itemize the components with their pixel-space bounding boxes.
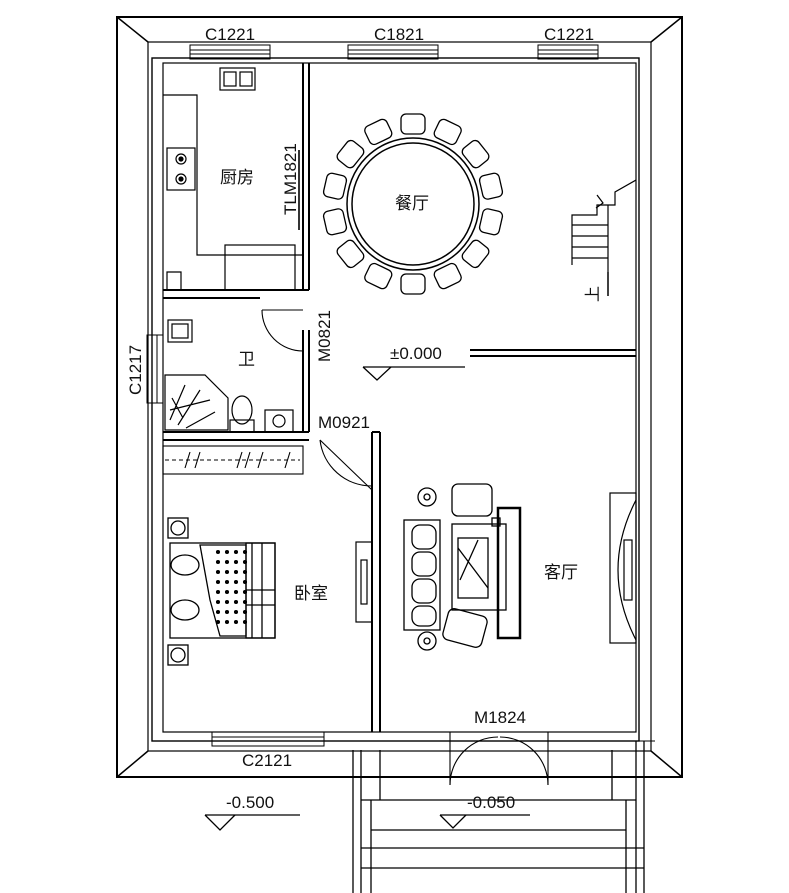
- bed-dot: [233, 619, 239, 625]
- porch-steps: [352, 741, 645, 893]
- window-top-center: [347, 44, 439, 60]
- outer-wall-frame: [116, 16, 683, 778]
- bed-dot: [215, 599, 221, 605]
- bed-dot: [242, 549, 248, 555]
- bed-dot: [233, 599, 239, 605]
- elevation-marker-floor: [362, 366, 465, 381]
- bed-dot: [233, 579, 239, 585]
- bed-dot: [242, 599, 248, 605]
- bed-dot: [224, 549, 230, 555]
- bed-dot: [224, 559, 230, 565]
- dining-chair: [461, 139, 490, 169]
- elevation-marker-porch: [439, 814, 530, 829]
- staircase: [571, 179, 637, 272]
- window-bottom: [211, 731, 325, 747]
- elevation-label-porch: -0.050: [467, 793, 515, 812]
- dining-chair: [478, 172, 504, 200]
- bed-dot: [242, 609, 248, 615]
- door-label-kitchen: TLM1821: [281, 143, 300, 215]
- bedroom-door: [319, 439, 373, 491]
- bed-dot: [215, 579, 221, 585]
- dining-chair: [461, 239, 490, 269]
- window-left: [146, 334, 164, 404]
- door-labels: TLM1821 M0821 M0921 M1824: [281, 143, 526, 727]
- bed-dot: [242, 579, 248, 585]
- window-label-top-left: C1221: [205, 25, 255, 44]
- bathroom-door: [261, 309, 304, 352]
- dining-chair: [478, 208, 504, 236]
- living-tv-cabinet: [609, 492, 637, 644]
- elevation-label-outside: -0.500: [226, 793, 274, 812]
- window-label-top-right: C1221: [544, 25, 594, 44]
- door-label-bathroom: M0821: [315, 310, 334, 362]
- bed: [167, 517, 276, 666]
- entrance-door: [449, 732, 655, 786]
- stair-up-label: 上: [583, 286, 602, 302]
- door-label-entrance: M1824: [474, 708, 526, 727]
- bed-dot: [224, 609, 230, 615]
- bed-dot: [215, 569, 221, 575]
- bed-dot: [224, 569, 230, 575]
- bed-dot: [233, 609, 239, 615]
- bed-dot: [215, 559, 221, 565]
- dining-chair: [433, 118, 462, 146]
- bed-dot: [242, 559, 248, 565]
- bed-pattern: [215, 549, 248, 625]
- bed-dot: [215, 589, 221, 595]
- bed-dot: [242, 619, 248, 625]
- elevation-label-floor: ±0.000: [390, 344, 442, 363]
- window-top-left: [189, 44, 271, 60]
- sofa-set: [403, 483, 522, 651]
- room-labels: 厨房 餐厅 卫 卧室 客厅: [220, 168, 578, 604]
- dining-chair: [336, 139, 365, 169]
- dining-chair: [322, 172, 348, 200]
- dining-chairs: [322, 113, 504, 295]
- bed-dot: [233, 589, 239, 595]
- kitchen-counter: [163, 67, 303, 291]
- bed-dot: [215, 609, 221, 615]
- bed-dot: [233, 569, 239, 575]
- bedroom-tv-cabinet: [355, 541, 373, 623]
- dining-chair: [322, 208, 348, 236]
- window-label-left: C1217: [126, 345, 145, 395]
- window-label-top-center: C1821: [374, 25, 424, 44]
- window-top-right: [537, 44, 599, 60]
- window-label-bottom: C2121: [242, 751, 292, 770]
- bed-dot: [233, 549, 239, 555]
- bed-dot: [224, 589, 230, 595]
- bed-dot: [224, 619, 230, 625]
- bed-dot: [242, 569, 248, 575]
- elevation-labels: ±0.000 -0.500 -0.050: [226, 344, 515, 812]
- dining-chair: [364, 118, 393, 146]
- bed-dot: [242, 589, 248, 595]
- dining-chair: [433, 262, 462, 290]
- bathroom-fixtures: [164, 319, 294, 433]
- door-label-bedroom: M0921: [318, 413, 370, 432]
- bed-dot: [215, 549, 221, 555]
- room-label-bathroom: 卫: [238, 350, 255, 370]
- window-labels: C1221 C1821 C1221 C1217 C2121: [126, 25, 594, 770]
- dining-chair: [400, 113, 426, 135]
- bedroom-closet: [162, 445, 304, 475]
- room-label-bedroom: 卧室: [294, 584, 328, 604]
- bed-dot: [215, 619, 221, 625]
- room-label-kitchen: 厨房: [220, 168, 254, 188]
- dining-table: [346, 137, 480, 271]
- room-label-living: 客厅: [544, 563, 578, 583]
- kitchen-sliding-door: [298, 140, 304, 240]
- elevation-marker-outside: [204, 814, 300, 831]
- room-label-dining: 餐厅: [395, 194, 429, 214]
- bed-dot: [233, 559, 239, 565]
- dining-chair: [336, 239, 365, 269]
- bed-dot: [224, 579, 230, 585]
- dining-chair: [400, 273, 426, 295]
- dining-chair: [364, 262, 393, 290]
- bed-dot: [224, 599, 230, 605]
